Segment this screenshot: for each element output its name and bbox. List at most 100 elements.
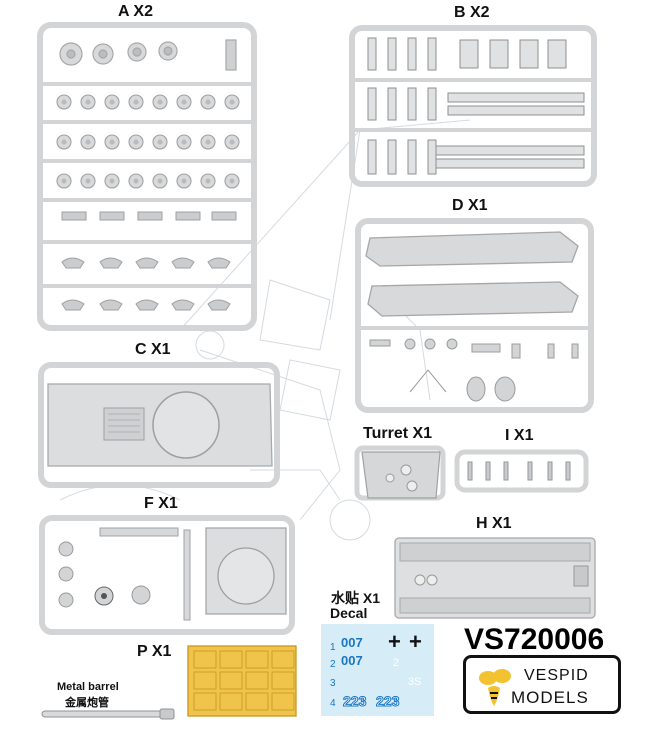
sprue-a-road-wheels xyxy=(56,94,240,189)
photoetch-part xyxy=(245,692,269,711)
photoetch-part xyxy=(219,692,243,711)
sprue-f-label: F X1 xyxy=(144,495,178,512)
road-wheel-hub xyxy=(229,178,235,184)
sprue-a-suspension-arms xyxy=(61,211,237,311)
decal-mark-007-a: 007 xyxy=(341,635,363,650)
photoetch-part xyxy=(271,692,295,711)
road-wheel-hub xyxy=(109,178,115,184)
decal-mark-223-a: 223 xyxy=(342,693,367,710)
sprue-a xyxy=(37,22,257,331)
road-wheel-hub xyxy=(133,139,139,145)
photoetch-part xyxy=(193,692,217,711)
road-wheel-hub xyxy=(133,178,139,184)
track-link-strip xyxy=(407,37,417,71)
track-link-strip xyxy=(407,87,417,121)
road-wheel-hub xyxy=(205,139,211,145)
track-link-strip xyxy=(427,139,437,175)
sprue-b xyxy=(349,25,597,187)
sprue-i-label: I X1 xyxy=(505,427,534,444)
sprue-d-label: D X1 xyxy=(452,197,488,214)
track-link-strip xyxy=(387,37,397,71)
decal-title-en: Decal xyxy=(330,605,368,621)
brand-line1: VESPID xyxy=(524,667,589,684)
road-wheel-hub xyxy=(109,139,115,145)
track-link-block xyxy=(547,39,567,69)
decal-mark-223-b: 223 xyxy=(375,693,400,710)
decal-mark-3: 3 xyxy=(408,676,415,688)
photoetch-part xyxy=(193,671,217,690)
sprue-a-label: A X2 xyxy=(118,3,153,20)
sprue-h-label: H X1 xyxy=(476,515,512,532)
decal-mark-007-b: 007 xyxy=(341,653,363,668)
metal-barrel xyxy=(41,708,175,720)
road-wheel-hub xyxy=(61,139,67,145)
decal-mark-2: 2 xyxy=(393,657,400,669)
vespid-models-logo: VESPID MODELS xyxy=(463,655,621,714)
track-link-strip xyxy=(427,37,437,71)
sprue-turret-label: Turret X1 xyxy=(363,425,433,442)
decal-mark-cross-a: + xyxy=(388,629,401,654)
sprue-b-track-runs xyxy=(435,92,585,169)
track-link-strip xyxy=(367,87,377,121)
svg-text:3: 3 xyxy=(330,678,336,689)
track-link-strip xyxy=(427,87,437,121)
track-link-strip xyxy=(387,87,397,121)
road-wheel-hub xyxy=(181,99,187,105)
photoetch-label: P X1 xyxy=(137,643,172,660)
metal-barrel-label-en: Metal barrel xyxy=(57,681,119,693)
metal-barrel-label-cn: 金属炮管 xyxy=(65,697,109,709)
track-link-block xyxy=(459,39,479,69)
wasp-logo-icon xyxy=(479,669,511,706)
track-link-strip xyxy=(367,37,377,71)
road-wheel-hub xyxy=(85,99,91,105)
svg-text:1: 1 xyxy=(330,642,336,653)
sprue-c-label: C X1 xyxy=(135,341,171,358)
photoetch-part xyxy=(219,671,243,690)
road-wheel-hub xyxy=(85,139,91,145)
road-wheel-hub xyxy=(181,178,187,184)
sprue-b-label: B X2 xyxy=(454,4,490,21)
road-wheel-hub xyxy=(109,99,115,105)
sprue-i xyxy=(454,449,589,493)
photoetch-part xyxy=(271,650,295,669)
photoetch-part xyxy=(271,671,295,690)
road-wheel-hub xyxy=(205,99,211,105)
road-wheel-hub xyxy=(61,99,67,105)
sprue-d-hull-side-lower xyxy=(367,281,579,317)
svg-text:2: 2 xyxy=(330,659,336,670)
photoetch-part xyxy=(245,671,269,690)
road-wheel-hub xyxy=(157,139,163,145)
road-wheel-hub xyxy=(157,99,163,105)
track-link-strip xyxy=(387,139,397,175)
road-wheel-hub xyxy=(205,178,211,184)
photoetch-part xyxy=(219,650,243,669)
sprue-b-track-links xyxy=(367,37,567,175)
sprue-turret xyxy=(354,445,446,501)
road-wheel-hub xyxy=(229,139,235,145)
brand-line2: MODELS xyxy=(511,688,589,707)
sprue-a-sprockets xyxy=(59,39,237,71)
photoetch-fret xyxy=(187,645,297,717)
road-wheel-hub xyxy=(229,99,235,105)
road-wheel-hub xyxy=(157,178,163,184)
photoetch-part xyxy=(193,650,217,669)
sprue-d xyxy=(355,218,594,413)
track-link-block xyxy=(489,39,509,69)
svg-text:4: 4 xyxy=(330,698,336,709)
sprue-d-small-parts xyxy=(369,338,579,402)
road-wheel-hub xyxy=(61,178,67,184)
track-link-strip xyxy=(367,139,377,175)
road-wheel-hub xyxy=(181,139,187,145)
sprue-c-engine-grille xyxy=(103,407,145,441)
decal-mark-s: S xyxy=(414,676,422,688)
decal-mark-cross-b: + xyxy=(409,629,422,654)
road-wheel-hub xyxy=(133,99,139,105)
sprue-f xyxy=(39,515,295,635)
road-wheel-hub xyxy=(85,178,91,184)
product-code: VS720006 xyxy=(464,623,605,656)
photoetch-part xyxy=(245,650,269,669)
sprue-h xyxy=(394,537,596,619)
sprue-c-turret-ring xyxy=(152,391,220,459)
